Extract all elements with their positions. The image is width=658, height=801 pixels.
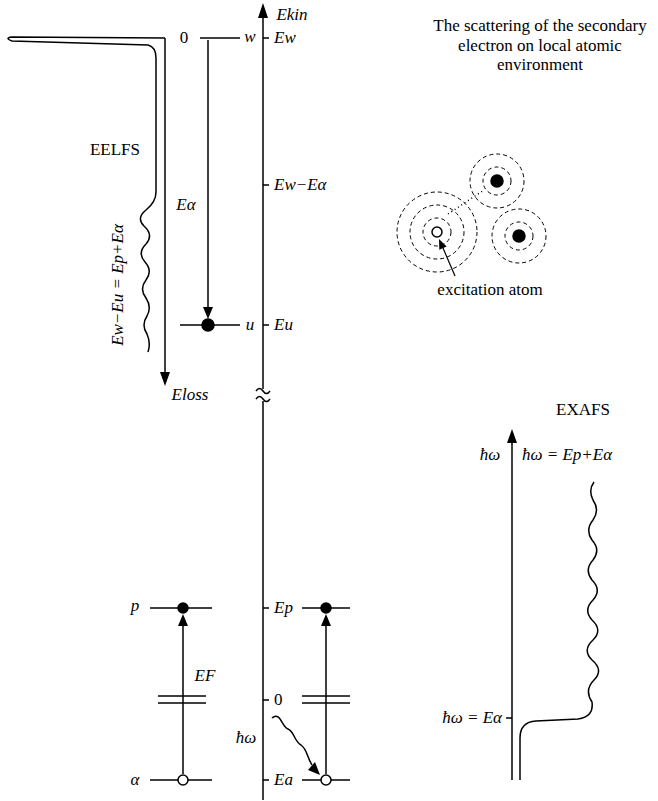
spectrum-title: EELFS — [90, 140, 140, 160]
level-label: u — [246, 315, 255, 335]
scattered-wave — [423, 218, 451, 246]
energy-level — [200, 37, 240, 39]
arrow-head — [321, 614, 331, 626]
axis-label: 0 — [274, 690, 283, 710]
scattered-wave — [483, 167, 511, 195]
axis-tick — [506, 717, 512, 719]
axis-break — [256, 389, 270, 394]
scattered-wave — [492, 209, 546, 263]
arrow-head — [507, 429, 517, 443]
axis-tick — [263, 607, 269, 609]
energy-axis — [262, 16, 264, 389]
neighbour-atom — [491, 175, 503, 187]
axis-break — [256, 397, 270, 402]
photon-wave — [272, 716, 312, 765]
arrow-head — [203, 307, 213, 319]
spectrum-title: EXAFS — [556, 400, 610, 420]
axis-tick — [263, 699, 269, 701]
fermi-level — [158, 702, 206, 704]
axis-label: Ea — [274, 770, 293, 790]
neighbour-atom — [513, 230, 525, 242]
axis-label: Ew−Eα — [274, 175, 327, 195]
axis-tick — [263, 779, 269, 781]
arrow-head — [308, 762, 320, 775]
illustration-caption: The scattering of the secondary electron… — [433, 16, 648, 75]
level-label: EF — [195, 666, 216, 686]
axis-value: 0 — [180, 28, 189, 48]
transition-arrow — [325, 625, 327, 774]
leader-line — [443, 248, 455, 276]
spectrum-label: Eα — [176, 195, 195, 215]
hole-circle — [178, 775, 188, 785]
spectrum-label: ħω = Eα — [442, 708, 502, 728]
exafs-axis — [511, 442, 513, 780]
callout-label: excitation atom — [437, 280, 542, 300]
scattered-wave — [505, 222, 533, 250]
arrow-head — [439, 239, 447, 250]
electron-dot — [321, 603, 331, 613]
fermi-level — [158, 695, 206, 697]
hole-circle — [321, 775, 331, 785]
energy-axis — [262, 401, 264, 800]
arrow-head — [160, 372, 170, 386]
fermi-level — [302, 695, 350, 697]
level-label: α — [131, 770, 140, 790]
electron-dot — [178, 603, 188, 613]
scattering-path — [448, 190, 484, 214]
axis-tick — [263, 324, 269, 326]
eelfs-axis — [164, 38, 166, 374]
axis-tick — [263, 37, 269, 39]
spectrum-label: ħω = Ep+Eα — [522, 445, 612, 465]
transition-arrow — [182, 625, 184, 774]
exafs-spectrum — [520, 482, 599, 780]
electron-dot — [202, 319, 214, 331]
level-label: w — [244, 27, 255, 47]
axis-title: Ekin — [276, 5, 307, 25]
axis-tick — [263, 184, 269, 186]
transition-arrow — [207, 40, 209, 308]
photon-label: ħω — [236, 728, 257, 748]
eelfs-spectrum — [8, 37, 165, 352]
level-label: p — [131, 596, 140, 616]
axis-formula: Ew−Eu = Ep+Eα — [108, 224, 128, 346]
scattered-wave — [397, 192, 477, 272]
axis-label: Ep — [274, 598, 293, 618]
excitation-atom — [432, 227, 442, 237]
fermi-level — [302, 702, 350, 704]
axis-label: Ew — [274, 28, 296, 48]
scattered-wave — [410, 205, 464, 259]
axis-title: ħω — [480, 445, 501, 465]
scattered-wave — [470, 154, 524, 208]
arrow-head — [178, 614, 188, 626]
arrow-head — [258, 3, 268, 18]
axis-title: Eloss — [172, 385, 209, 405]
axis-label: Eu — [274, 315, 293, 335]
